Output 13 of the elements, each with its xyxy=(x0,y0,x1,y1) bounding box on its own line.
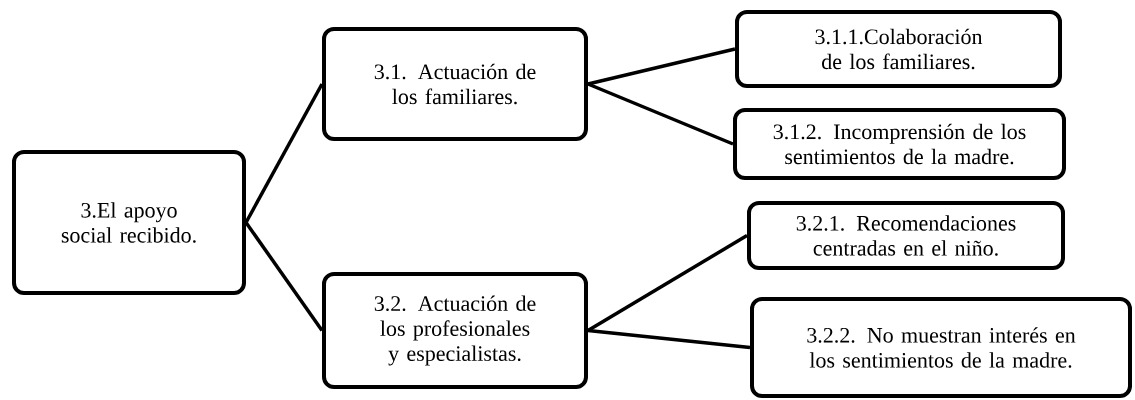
connector-line xyxy=(587,82,734,146)
connector-line xyxy=(244,83,324,224)
connector-line xyxy=(244,221,324,332)
connector-line xyxy=(587,47,736,86)
text-box: 3.El apoyo social recibido. xyxy=(12,150,246,295)
connector-line xyxy=(587,234,748,332)
text-box: 3.1.2. Incomprensión de los sentimientos de la madre. xyxy=(733,108,1066,180)
text-box: 3.1. Actuación de los familiares. xyxy=(322,27,588,141)
text-box: 3.2.2. No muestran interés en los sentimientos de la madre. xyxy=(750,297,1132,398)
connector-line xyxy=(587,328,751,350)
text-box: 3.1.1.Colaboración de los familiares. xyxy=(735,10,1062,88)
text-box: 3.2.1. Recomendaciones centradas en el niño. xyxy=(747,201,1065,270)
text-box: 3.2. Actuación de los profesionales y especialistas. xyxy=(322,272,588,389)
